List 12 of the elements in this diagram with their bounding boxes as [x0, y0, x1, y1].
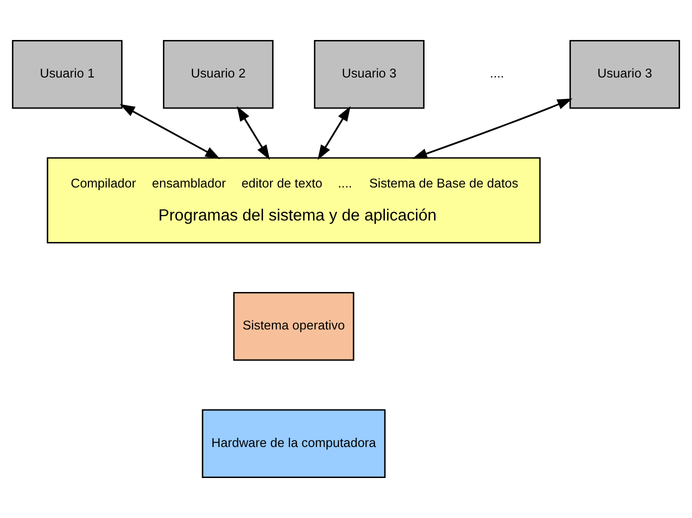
arrow [120, 104, 220, 160]
node-box: Compilador ensamblador editor de texto .... Sistema de Base de datos Programas del sistema y de aplicación [46, 157, 541, 244]
node-box: Usuario 3 [569, 40, 680, 109]
arrow [236, 106, 270, 160]
arrow [318, 106, 351, 160]
node-box: Sistema operativo [233, 292, 354, 361]
arrow [412, 98, 573, 159]
node-box: Usuario 3 [314, 40, 425, 109]
node-box: Usuario 1 [12, 40, 123, 109]
label: .... [490, 66, 504, 81]
node-box: Usuario 2 [162, 40, 274, 109]
node-box: Hardware de la computadora [202, 409, 386, 478]
